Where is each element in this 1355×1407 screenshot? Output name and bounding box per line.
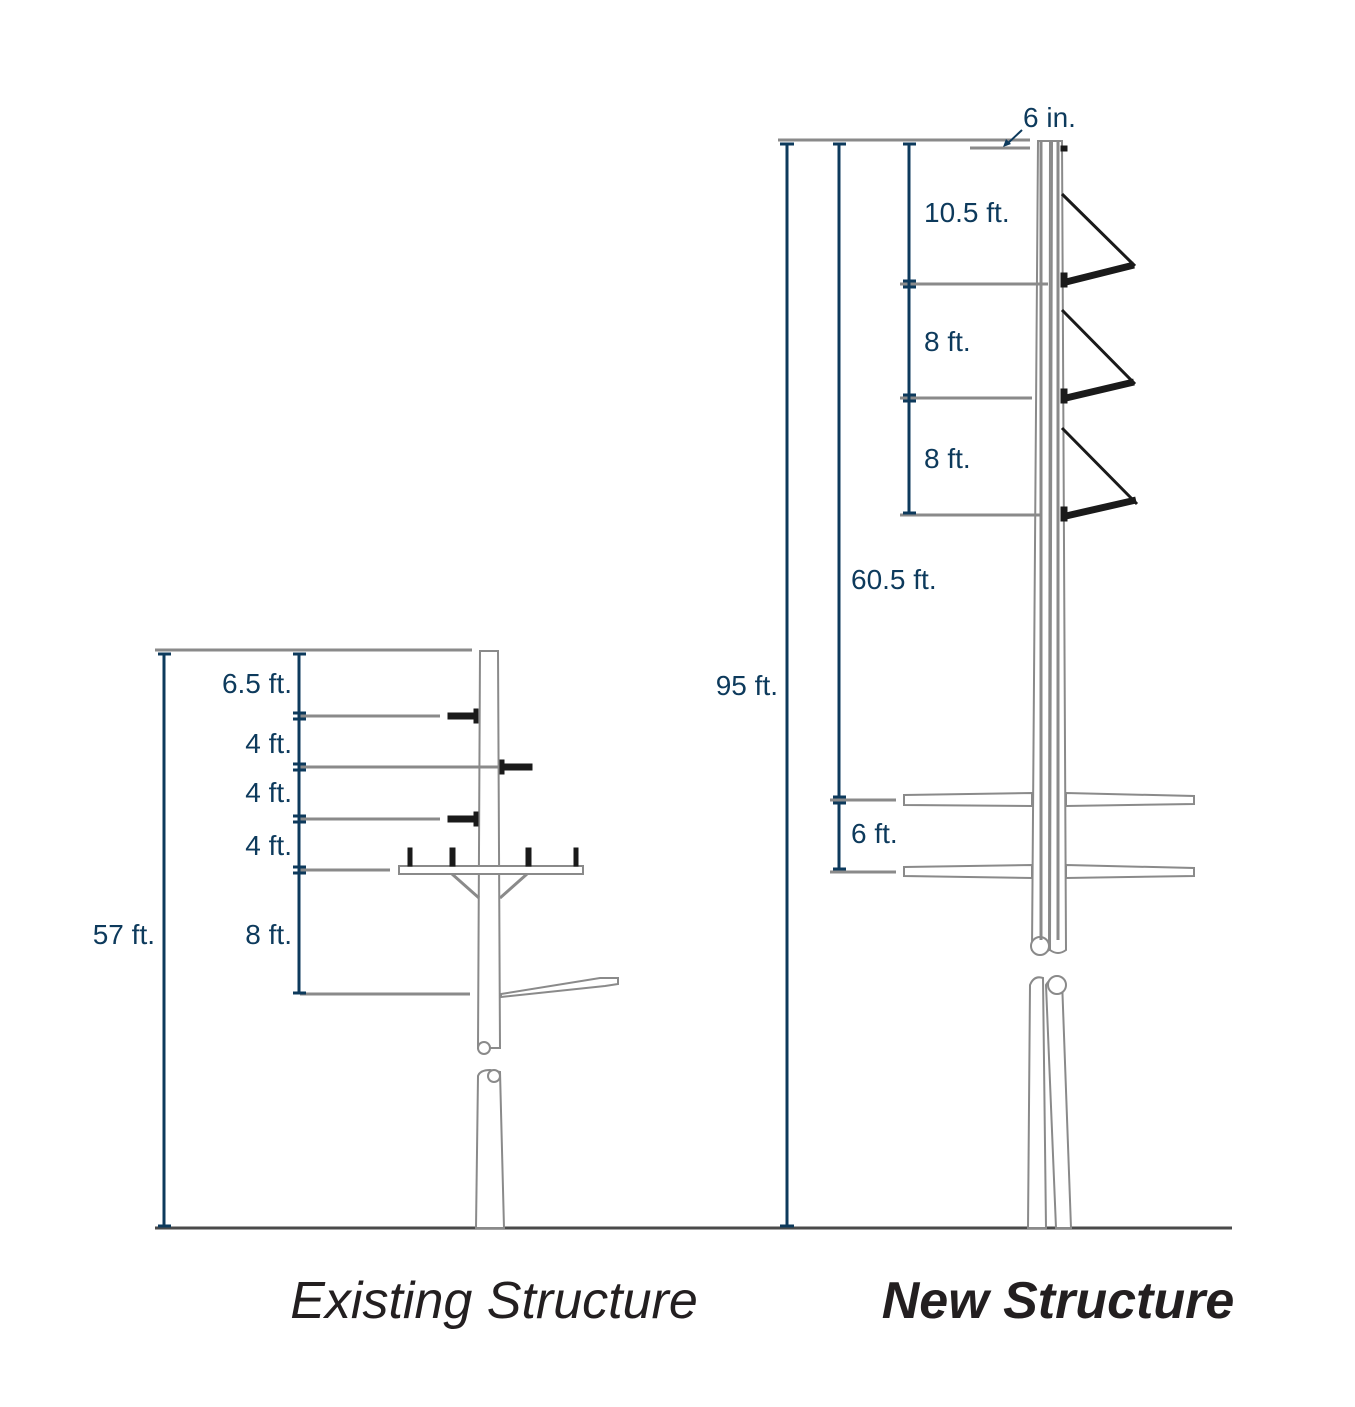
new-pole-right-lower [1044,977,1073,1229]
streetlight-arm-icon [500,977,619,999]
pin-insulator-icon [407,847,413,867]
post-insulator-icon [1065,496,1137,520]
insulator-icon [447,712,477,720]
davit-brace [1060,426,1139,506]
insulator-icon [499,759,505,775]
pin-insulator-icon [449,847,456,867]
new-pole-break-bottom [1047,975,1067,995]
existing-pole-break-bottom [487,1069,501,1083]
existing-segment-label: 4 ft. [245,728,292,759]
davit-arm-3 [1060,426,1139,522]
existing-segment-label: 6.5 ft. [222,668,292,699]
existing-pole-upper [476,650,502,1049]
arrowhead-icon [1003,139,1011,147]
davit-brace [1060,308,1137,386]
new-crossarm-lower-right [1065,863,1195,880]
existing-segment-label: 4 ft. [245,777,292,808]
insulator-icon [501,763,533,771]
new-crossarm-lower-left [903,863,1033,880]
new-crossarm-upper-right [1065,791,1195,808]
insulator-mount-icon [1060,272,1068,288]
existing-pole-break-top [477,1041,491,1055]
insulator-icon [473,811,479,827]
insulator-icon [447,815,477,823]
new-segment-label: 10.5 ft. [924,197,1010,228]
existing-crossarm [398,865,584,875]
new-structure: 95 ft. 60.5 ft. 6 ft. 10.5 ft. 8 ft. 8 f… [716,102,1235,1330]
davit-arm-1 [1060,192,1137,288]
new-segment-label: 8 ft. [924,326,971,357]
insulator-mount-icon [1060,388,1068,404]
new-total-height-label: 95 ft. [716,670,778,701]
new-upper-span-label: 60.5 ft. [851,564,937,595]
new-segment-label: 8 ft. [924,443,971,474]
new-lower-segment-label: 6 ft. [851,818,898,849]
existing-total-height-label: 57 ft. [93,919,155,950]
existing-structure: 57 ft. 6.5 ft. 4 ft. 4 ft. 4 ft. 8 ft. E… [93,648,698,1330]
existing-pole-lower [474,1068,506,1229]
post-insulator-icon [1065,378,1135,402]
new-crossarm-upper-left [903,791,1033,808]
davit-arm-2 [1060,308,1137,404]
post-insulator-icon [1065,261,1135,286]
new-pole-left-lower [1026,976,1048,1229]
insulator-mount-icon [1060,506,1068,522]
new-structure-title: New Structure [882,1272,1235,1330]
pole-cap-icon [1060,145,1068,152]
pin-insulator-icon [525,847,532,867]
pin-insulator-icon [573,847,579,867]
existing-structure-title: Existing Structure [290,1272,698,1330]
davit-brace [1060,192,1137,268]
existing-segment-label: 4 ft. [245,830,292,861]
existing-segment-label: 8 ft. [245,919,292,950]
crossarm-brace [451,872,480,900]
insulator-icon [473,708,479,724]
new-top-offset-label: 6 in. [1023,102,1076,133]
crossarm-brace [499,872,528,900]
